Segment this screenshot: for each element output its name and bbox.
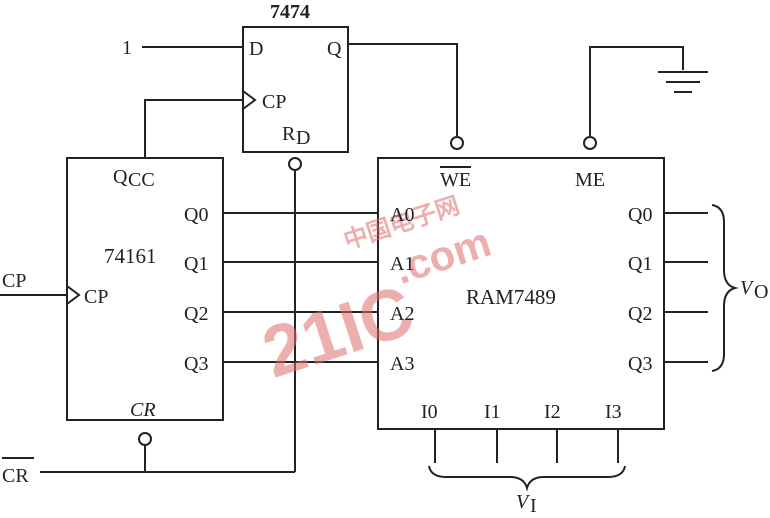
ram-i1-label: I1 xyxy=(484,401,501,423)
flipflop-clock-triangle xyxy=(242,90,257,110)
ram-i2-label: I2 xyxy=(544,401,561,423)
me-inversion-bubble xyxy=(583,136,597,150)
ram-q1-label: Q1 xyxy=(628,253,652,275)
ram-7489-box xyxy=(377,157,665,430)
svg-text:21IC: 21IC xyxy=(253,270,422,393)
cp-input-label: CP xyxy=(2,270,26,292)
flipflop-q-label: Q xyxy=(327,38,342,60)
counter-q2-label: Q2 xyxy=(184,303,208,325)
flipflop-part-label: 7474 xyxy=(270,1,310,23)
d-input-value: 1 xyxy=(122,37,132,59)
flipflop-7474-box xyxy=(242,26,349,153)
flipflop-d-label: D xyxy=(249,38,263,60)
vi-sub-label: I xyxy=(530,495,537,517)
counter-cp-label: CP xyxy=(84,286,108,308)
vo-label: V xyxy=(740,277,755,299)
flipflop-cp-label: CP xyxy=(262,91,286,113)
ram-a0-label: A0 xyxy=(390,204,414,226)
counter-part-label: 74161 xyxy=(104,244,157,268)
counter-q0-label: Q0 xyxy=(184,204,208,226)
ram-we-label: WE xyxy=(440,169,471,191)
vo-brace xyxy=(711,204,739,372)
ram-q3-label: Q3 xyxy=(628,353,652,375)
counter-qcc-label: Q xyxy=(113,166,128,188)
ram-q2-label: Q2 xyxy=(628,303,652,325)
we-inversion-bubble xyxy=(450,136,464,150)
q-to-we-wire xyxy=(348,43,458,136)
ram-part-label: RAM7489 xyxy=(466,285,556,309)
ram-i3-label: I3 xyxy=(605,401,622,423)
counter-q3-label: Q3 xyxy=(184,353,208,375)
ram-me-label: ME xyxy=(575,169,605,191)
flipflop-rd-sub: D xyxy=(296,127,310,149)
cr-inversion-bubble xyxy=(138,432,152,446)
vo-sub-label: O xyxy=(754,281,768,303)
ram-a3-label: A3 xyxy=(390,353,414,375)
counter-q1-label: Q1 xyxy=(184,253,208,275)
rd-inversion-bubble xyxy=(288,157,302,171)
cr-input-label: CR xyxy=(2,465,29,487)
me-ground-wire xyxy=(589,46,684,136)
qcc-to-cp-wire xyxy=(144,99,243,158)
ram-q0-label: Q0 xyxy=(628,204,652,226)
counter-cr-label: CR xyxy=(130,399,156,421)
flipflop-rd-label: R xyxy=(282,123,296,145)
vi-brace xyxy=(428,465,626,492)
vi-label: V xyxy=(516,491,531,513)
counter-qcc-sub: CC xyxy=(128,169,155,191)
ram-i0-label: I0 xyxy=(421,401,438,423)
ram-a2-label: A2 xyxy=(390,303,414,325)
ram-a1-label: A1 xyxy=(390,253,414,275)
counter-clock-triangle xyxy=(66,285,81,305)
